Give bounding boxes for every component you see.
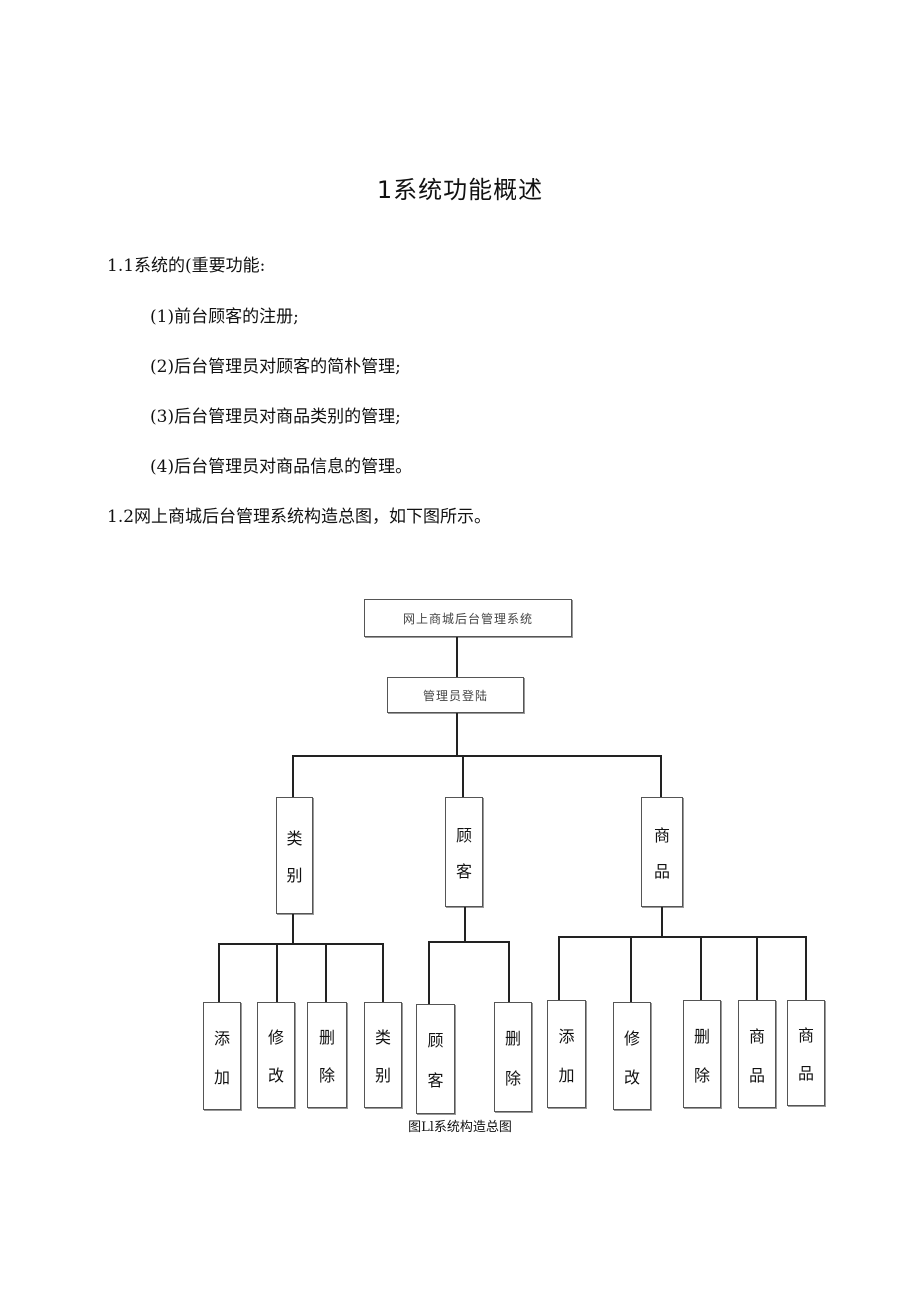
leaf-node-char: 添: [213, 1028, 230, 1048]
leaf-node-char: 顾: [427, 1031, 444, 1050]
leaf-node: 添 加: [547, 1000, 586, 1108]
leaf-node: 类 别: [364, 1002, 402, 1108]
list-item: (3)后台管理员对商品类别的管理;: [150, 407, 401, 427]
connector: [805, 936, 807, 1000]
leaf-node-char: 添: [558, 1026, 575, 1046]
leaf-node-char: 删: [318, 1028, 335, 1047]
group-node-char: 别: [286, 866, 303, 886]
leaf-node-char: 商: [748, 1026, 765, 1046]
connector: [660, 755, 662, 797]
connector: [558, 936, 806, 938]
list-item: (2)后台管理员对顾客的简朴管理;: [150, 357, 401, 377]
leaf-node-char: 别: [374, 1066, 391, 1085]
leaf-node: 添 加: [203, 1002, 241, 1110]
leaf-node: 删 除: [494, 1002, 532, 1112]
section-1-1-heading: 1.1系统的(重要功能:: [107, 256, 266, 276]
connector: [456, 637, 458, 677]
connector: [276, 943, 278, 1002]
leaf-node-char: 除: [693, 1065, 710, 1085]
connector: [462, 755, 464, 797]
leaf-node-char: 品: [748, 1065, 765, 1085]
level1-node: 管理员登陆: [387, 677, 524, 713]
leaf-node-char: 类: [374, 1028, 391, 1047]
connector: [700, 936, 702, 1000]
connector: [218, 943, 220, 1002]
group-node-category: 类 别: [276, 797, 313, 914]
group-node-char: 类: [286, 828, 303, 848]
leaf-node-char: 改: [267, 1066, 284, 1085]
section-1-2-heading: 1.2网上商城后台管理系统构造总图，如下图所示。: [107, 507, 492, 527]
leaf-node-char: 除: [504, 1069, 521, 1088]
leaf-node: 顾 客: [416, 1004, 455, 1114]
connector: [218, 943, 384, 945]
leaf-node-char: 客: [427, 1071, 444, 1090]
leaf-node: 商 品: [787, 1000, 825, 1106]
group-node-char: 顾: [455, 826, 472, 845]
leaf-node: 删 除: [307, 1002, 347, 1108]
leaf-node-char: 删: [504, 1029, 521, 1048]
leaf-node-char: 品: [797, 1064, 814, 1083]
group-node-product: 商 品: [641, 797, 683, 907]
connector: [464, 907, 466, 941]
group-node-char: 商: [653, 826, 670, 845]
leaf-node-char: 除: [318, 1066, 335, 1085]
list-item: (1)前台顾客的注册;: [150, 307, 299, 327]
connector: [456, 713, 458, 755]
connector: [325, 943, 327, 1002]
leaf-node-char: 修: [267, 1028, 284, 1047]
leaf-node-char: 加: [558, 1065, 575, 1085]
leaf-node-char: 加: [213, 1067, 230, 1087]
root-node-label: 网上商城后台管理系统: [402, 611, 533, 626]
level1-node-label: 管理员登陆: [422, 688, 488, 703]
leaf-node: 删 除: [683, 1000, 721, 1108]
list-item: (4)后台管理员对商品信息的管理。: [150, 457, 413, 477]
connector: [661, 907, 663, 936]
connector: [756, 936, 758, 1000]
connector: [630, 936, 632, 1002]
connector: [428, 941, 430, 1004]
group-node-char: 客: [455, 862, 472, 881]
connector: [508, 941, 510, 1002]
page-title: 1系统功能概述: [376, 176, 544, 204]
leaf-node-char: 删: [693, 1026, 710, 1046]
connector: [292, 755, 294, 797]
connector: [292, 914, 294, 943]
connector: [292, 755, 662, 757]
leaf-node-char: 商: [797, 1026, 814, 1045]
root-node: 网上商城后台管理系统: [364, 599, 572, 637]
leaf-node: 修 改: [257, 1002, 295, 1108]
leaf-node-char: 修: [623, 1028, 640, 1048]
group-node-customer: 顾 客: [445, 797, 483, 907]
connector: [558, 936, 560, 1000]
connector: [382, 943, 384, 1002]
connector: [428, 941, 510, 943]
leaf-node: 商 品: [738, 1000, 776, 1108]
leaf-node-char: 改: [623, 1067, 640, 1087]
group-node-char: 品: [653, 862, 670, 881]
leaf-node: 修 改: [613, 1002, 651, 1110]
figure-caption: 图Ll系统构造总图: [408, 1120, 512, 1135]
